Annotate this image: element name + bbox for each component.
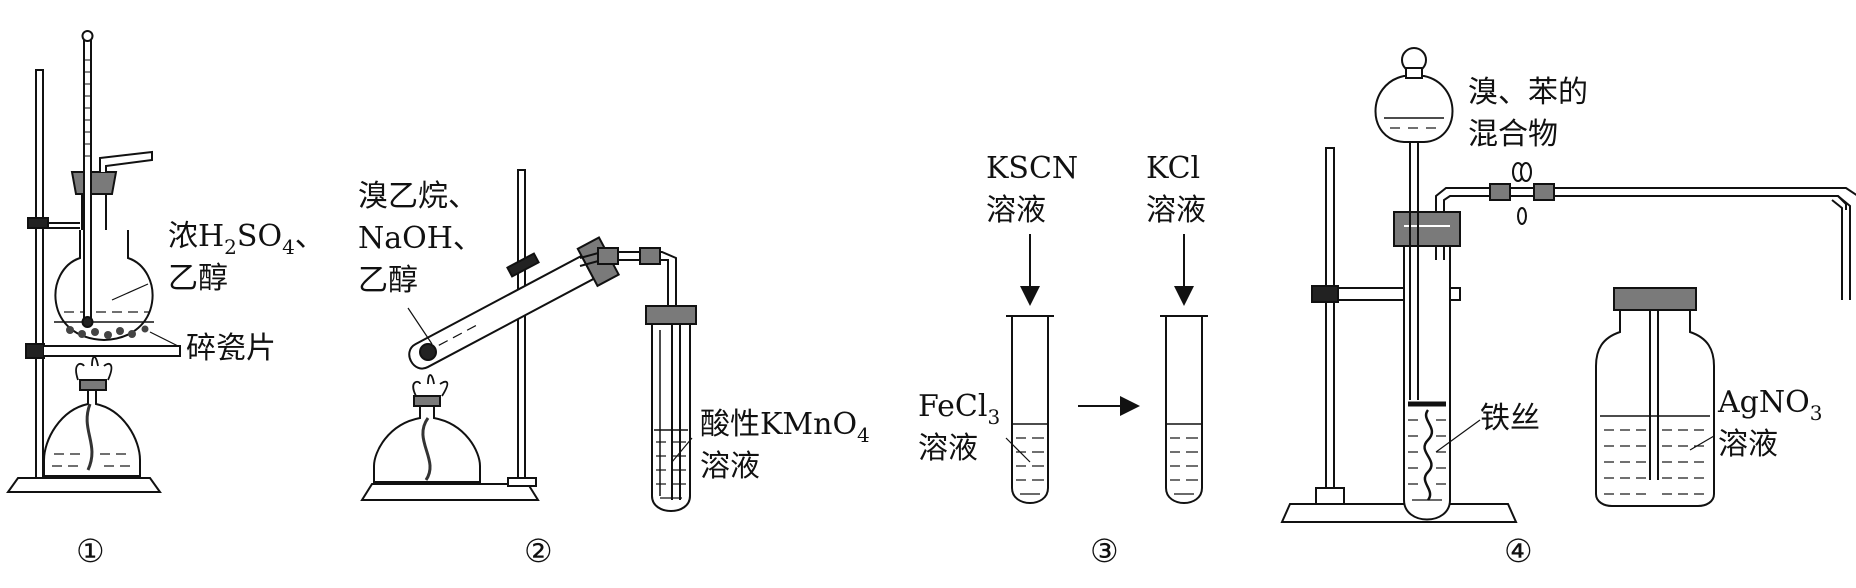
separatory-funnel-4: [1374, 75, 1454, 143]
test-tube-3b: [1165, 316, 1203, 504]
panel3-tube-label: FeCl3: [918, 389, 1000, 429]
panel2-reagent-line3: 乙醇: [358, 263, 418, 298]
inclined-test-tube-2: [408, 254, 596, 370]
boiling-bead-2: [419, 343, 437, 361]
panel3-number: ③: [1090, 532, 1119, 570]
stand-rod-1: [35, 69, 44, 479]
panel4-funnel-line1: 溴、苯的: [1468, 75, 1588, 110]
panel1-reagent-label-line2: 乙醇: [168, 261, 228, 296]
panel3-drop2-line2: 溶液: [1146, 193, 1206, 228]
wire-gauze-1: [44, 345, 181, 357]
panel4-bottle-line2: 溶液: [1718, 427, 1778, 462]
porcelain-chips-1: [66, 325, 149, 339]
stand-base-4: [1280, 503, 1518, 523]
stand-base-2: [360, 483, 540, 501]
panel3-tube-line2: 溶液: [918, 431, 978, 466]
stopper-1: [70, 171, 118, 195]
iron-wire-4: [1423, 409, 1434, 501]
panel1-number: ①: [76, 532, 105, 570]
panel3-drop1-line1: KSCN: [986, 151, 1078, 186]
round-flask-1: [54, 230, 154, 342]
stopper-4: [1393, 211, 1461, 247]
gas-bottle-4: [1595, 307, 1715, 507]
neck-clamp-1: [27, 217, 49, 229]
panel1-chip-label: 碎瓷片: [186, 331, 276, 366]
stand-rod-2: [517, 169, 526, 485]
panel2-number: ②: [524, 532, 553, 570]
panel2-reagent-line1: 溴乙烷、: [358, 179, 478, 214]
stand-foot-2: [507, 477, 537, 487]
panel4-wire-label: 铁丝: [1480, 401, 1540, 436]
panel4-bottle-label: AgNO3: [1717, 385, 1822, 425]
panel4-funnel-line2: 混合物: [1468, 117, 1558, 152]
tube-clamp-4: [1311, 285, 1339, 303]
panel1-reagent-label: 浓H2SO4、: [168, 219, 325, 259]
alcohol-lamp-2: [373, 403, 481, 483]
delivery-tube-2: [579, 251, 677, 340]
stopper-2b: [645, 305, 697, 325]
apparatus-1: [6, 30, 181, 493]
panel2-reagent-line2: NaOH、: [358, 221, 483, 256]
test-tube-3a: [1011, 316, 1049, 504]
apparatus-4: [1280, 47, 1856, 523]
stand-base-1: [6, 477, 162, 493]
stopper-4b: [1613, 287, 1697, 311]
large-test-tube-4: [1403, 246, 1451, 521]
thermometer-1: [83, 39, 92, 321]
tube-clamp-2a: [506, 252, 540, 278]
outlet-tube-4: [1435, 187, 1856, 212]
panel2-solution-label: 酸性KMnO4: [700, 407, 870, 447]
stand-rod-4: [1325, 147, 1335, 489]
panel3-drop1-line2: 溶液: [986, 193, 1046, 228]
panel3-drop2-line1: KCl: [1146, 151, 1200, 186]
ring-clamp-1: [25, 343, 45, 359]
panel2-solution-line2: 溶液: [700, 449, 760, 484]
outlet-tube-1: [99, 150, 153, 172]
apparatus-3: [1005, 234, 1208, 504]
apparatus-2: [360, 169, 697, 512]
panel4-number: ④: [1504, 532, 1533, 570]
